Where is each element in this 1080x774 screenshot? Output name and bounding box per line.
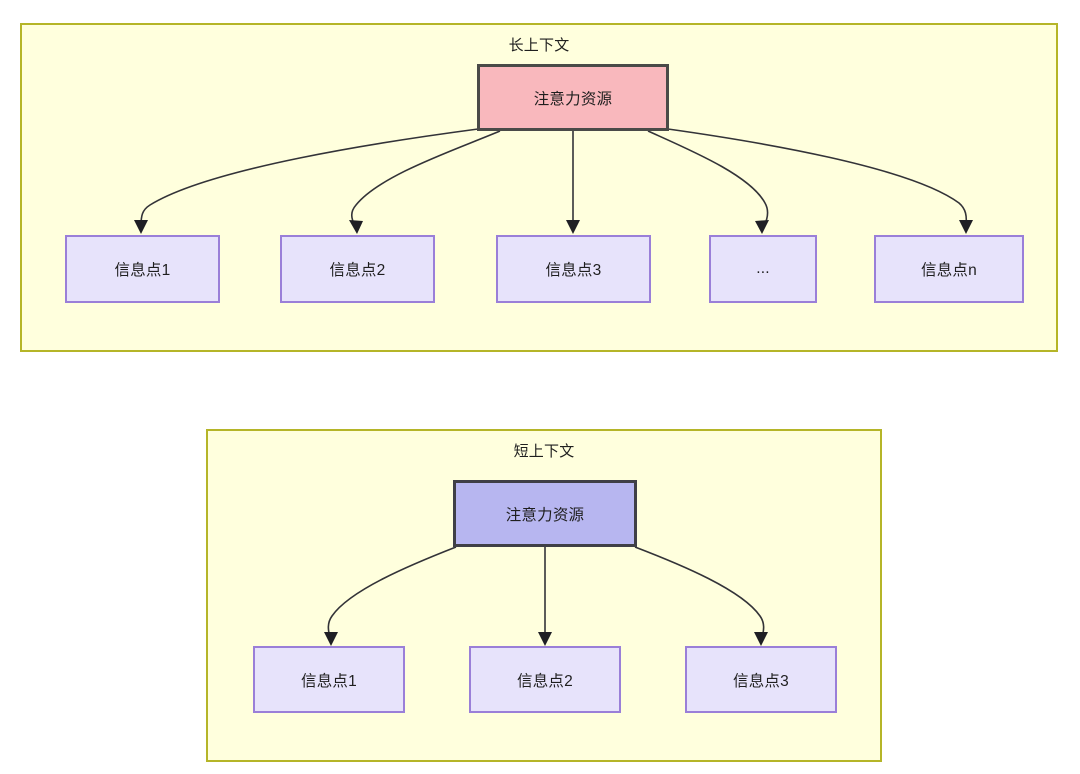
- short-context-info-node-2[interactable]: 信息点2: [469, 646, 621, 713]
- long-context-info-node-ellipsis[interactable]: ...: [709, 235, 817, 303]
- long-context-info-node-n[interactable]: 信息点n: [874, 235, 1024, 303]
- short-context-info-node-3[interactable]: 信息点3: [685, 646, 837, 713]
- long-context-info-node-1[interactable]: 信息点1: [65, 235, 220, 303]
- short-context-title: 短上下文: [513, 443, 575, 460]
- long-context-info-node-3[interactable]: 信息点3: [496, 235, 651, 303]
- long-context-info-node-2[interactable]: 信息点2: [280, 235, 435, 303]
- long-context-attention-node[interactable]: 注意力资源: [477, 64, 669, 131]
- long-context-title: 长上下文: [508, 37, 570, 54]
- short-context-attention-node[interactable]: 注意力资源: [453, 480, 637, 547]
- short-context-info-node-1[interactable]: 信息点1: [253, 646, 405, 713]
